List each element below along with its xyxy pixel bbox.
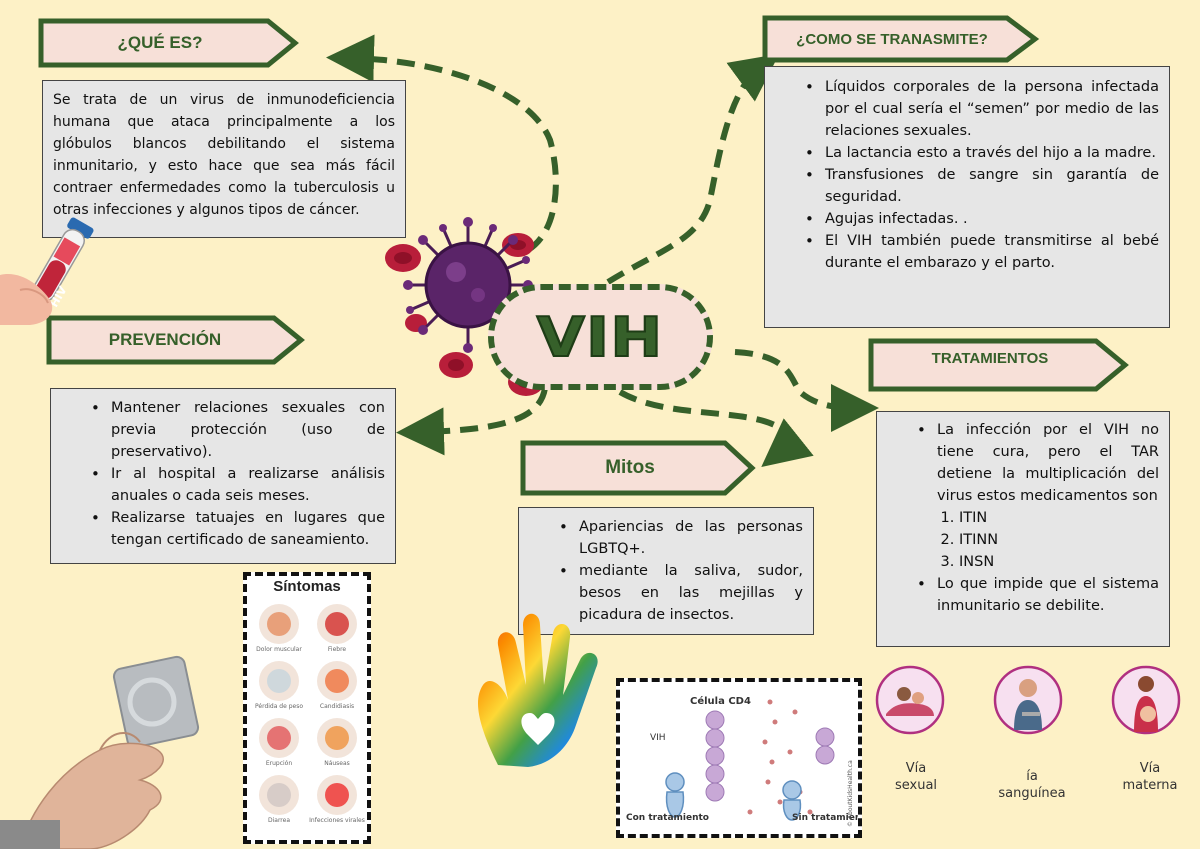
meds-list: ITIN ITINN INSN: [937, 507, 1159, 573]
symptom-icon: [317, 604, 357, 644]
symptom-icon: [259, 718, 299, 758]
list-item: Mantener relaciones sexuales con previa …: [91, 397, 385, 463]
symptom-label: Erupción: [265, 760, 293, 767]
blood-test-tube-illustration: HIV: [0, 217, 94, 325]
symptom-label: Dolor muscular: [256, 646, 302, 653]
tratamientos-intro: La infección por el VIH no tiene cura, p…: [937, 422, 1159, 504]
arrow-to-transmision: [606, 53, 780, 285]
tag-transmision-shape: [762, 15, 1040, 63]
cd4-credit: © AboutKidsHealth.ca: [847, 760, 854, 827]
hand-holding-condom-illustration: [0, 655, 200, 849]
tratamientos-box: La infección por el VIH no tiene cura, p…: [876, 411, 1170, 647]
symptom-icon: [259, 775, 299, 815]
tratamientos-list: La infección por el VIH no tiene cura, p…: [917, 419, 1159, 617]
cd4-illustration: Célula CD4 VIH Con tratamiento Sin trata…: [626, 695, 858, 827]
mitos-box: Apariencias de las personas LGBTQ+. medi…: [518, 507, 814, 635]
symptom-label: Fiebre: [327, 646, 347, 653]
via-label: ía sanguínea: [998, 769, 1066, 801]
list-item: Apariencias de las personas LGBTQ+.: [559, 516, 803, 560]
list-item: Ir al hospital a realizarse análisis anu…: [91, 463, 385, 507]
arrow-to-mitos: [618, 389, 814, 468]
list-item: La infección por el VIH no tiene cura, p…: [917, 419, 1159, 573]
tag-prevencion-shape: [46, 315, 305, 365]
med-item: ITINN: [959, 529, 1159, 551]
symptom-label: Diarrea: [267, 817, 291, 824]
tag-que-es-shape: [38, 18, 299, 68]
via-sanguinea-icon: [993, 665, 1063, 735]
blood-cell-icon: [385, 244, 421, 272]
vih-central-node: VIH: [488, 284, 713, 390]
list-item: El VIH también puede transmitirse al beb…: [805, 230, 1159, 274]
rainbow-hand-illustration: [478, 613, 598, 767]
tag-mitos: Mitos: [605, 457, 655, 478]
mitos-list: Apariencias de las personas LGBTQ+. medi…: [559, 516, 803, 626]
que-es-text: Se trata de un virus de inmunodeficienci…: [53, 92, 395, 218]
via-label: Vía materna: [1122, 761, 1178, 793]
tag-tratamientos: TRATAMIENTOS: [931, 349, 1049, 367]
tag-transmision: ¿COMO SE TRANASMITE?: [796, 30, 988, 48]
arrow-to-tratamientos: [734, 349, 879, 432]
blood-cell-icon: [439, 352, 473, 378]
tag-tratamientos-shape: [868, 338, 1129, 392]
symptom-label: Náuseas: [324, 760, 350, 767]
cd4-diagram-card: Célula CD4 VIH Con tratamiento Sin trata…: [616, 678, 862, 838]
med-item: INSN: [959, 551, 1159, 573]
que-es-box: Se trata de un virus de inmunodeficienci…: [42, 80, 406, 238]
symptom-icon: [259, 661, 299, 701]
list-item: Agujas infectadas. .: [805, 208, 1159, 230]
via-materna-icon: [1111, 665, 1181, 735]
symptom-label: Pérdida de peso: [254, 703, 304, 710]
symptom-icon: [317, 718, 357, 758]
transmision-list: Líquidos corporales de la persona infect…: [805, 76, 1159, 274]
tag-mitos-shape: [520, 440, 756, 496]
list-item: Lo que impide que el sistema inmunitario…: [917, 573, 1159, 617]
cd4-con-label: Con tratamiento: [626, 813, 709, 823]
vih-title: VIH: [536, 305, 664, 370]
tag-prevencion: PREVENCIÓN: [108, 330, 222, 349]
sintomas-title: Síntomas: [273, 578, 341, 595]
med-item: ITIN: [959, 507, 1159, 529]
list-item: Transfusiones de sangre sin garantía de …: [805, 164, 1159, 208]
cd4-sin-label: Sin tratamiento: [792, 813, 858, 823]
symptom-label: Infecciones virales: [309, 817, 365, 824]
via-label: Vía sexual: [894, 761, 938, 793]
sintomas-icons: [259, 604, 357, 815]
symptom-label: Candidiasis: [319, 703, 355, 710]
prevencion-box: Mantener relaciones sexuales con previa …: [50, 388, 396, 564]
list-item: mediante la saliva, sudor, besos en las …: [559, 560, 803, 626]
list-item: Líquidos corporales de la persona infect…: [805, 76, 1159, 142]
via-sexual-icon: [875, 665, 945, 735]
symptom-icon: [317, 775, 357, 815]
tag-que-es: ¿QUÉ ES?: [117, 33, 203, 52]
list-item: Realizarse tatuajes en lugares que tenga…: [91, 507, 385, 551]
symptom-icon: [259, 604, 299, 644]
heart-icon: [521, 713, 555, 745]
arrow-to-prevencion: [396, 387, 548, 456]
condom-package: [112, 655, 200, 749]
arrow-to-que-es: [326, 34, 559, 253]
prevencion-list: Mantener relaciones sexuales con previa …: [91, 397, 385, 551]
list-item: La lactancia esto a través del hijo a la…: [805, 142, 1159, 164]
cd4-title: Célula CD4: [690, 695, 751, 707]
cd4-vih-label: VIH: [650, 733, 666, 743]
transmision-box: Líquidos corporales de la persona infect…: [764, 66, 1170, 328]
symptom-icon: [317, 661, 357, 701]
sintomas-card: Síntomas Dolor muscular Fiebre Pérdida d…: [243, 572, 371, 844]
